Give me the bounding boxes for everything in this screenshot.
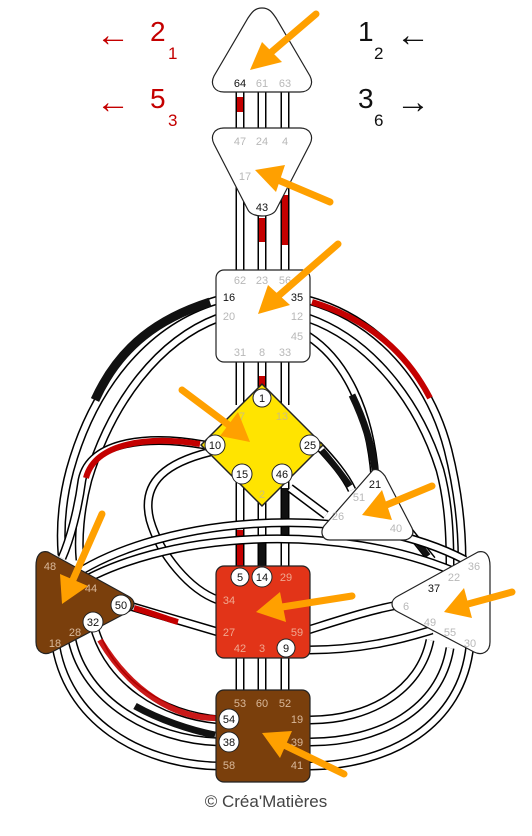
gate-23: 23 bbox=[256, 275, 268, 287]
root-center bbox=[215, 689, 311, 783]
gate-35: 35 bbox=[291, 292, 303, 304]
gate-41: 41 bbox=[291, 760, 303, 772]
gate-25: 25 bbox=[304, 440, 316, 452]
gate-34: 34 bbox=[223, 595, 235, 607]
gate-30: 30 bbox=[464, 638, 476, 650]
gate-49: 49 bbox=[424, 617, 436, 629]
design-bottom-variable: ← 5 3 bbox=[96, 83, 177, 130]
gate-33: 33 bbox=[279, 347, 291, 359]
gate-27: 27 bbox=[223, 627, 235, 639]
gate-63: 63 bbox=[279, 78, 291, 90]
personality-top-number: 1 bbox=[358, 16, 374, 47]
arrow-sacral-center-icon bbox=[256, 592, 356, 622]
gate-14: 14 bbox=[256, 572, 268, 584]
gate-50: 50 bbox=[115, 600, 127, 612]
design-top-variable: ← 2 1 bbox=[96, 16, 177, 63]
gate-17: 17 bbox=[239, 171, 251, 183]
gate-19: 19 bbox=[291, 714, 303, 726]
gate-52: 52 bbox=[279, 698, 291, 710]
gate-13: 13 bbox=[276, 411, 288, 423]
channels bbox=[50, 92, 475, 771]
gate-24: 24 bbox=[256, 136, 268, 148]
gate-22: 22 bbox=[448, 572, 460, 584]
gate-16: 16 bbox=[223, 292, 235, 304]
gate-9: 9 bbox=[283, 643, 289, 655]
gate-4: 4 bbox=[282, 136, 288, 148]
gate-21: 21 bbox=[369, 479, 381, 491]
gate-6: 6 bbox=[403, 601, 409, 613]
heart-center bbox=[321, 468, 414, 541]
gate-28: 28 bbox=[69, 627, 81, 639]
gate-18: 18 bbox=[49, 638, 61, 650]
arrow-right-icon: → bbox=[396, 83, 430, 121]
gate-36: 36 bbox=[468, 561, 480, 573]
arrow-left-icon: ← bbox=[96, 83, 130, 121]
arrow-head-center-icon bbox=[250, 10, 320, 70]
gate-53: 53 bbox=[234, 698, 246, 710]
personality-bottom-number: 3 bbox=[358, 83, 374, 114]
gate-38: 38 bbox=[223, 737, 235, 749]
gate-7: 7 bbox=[239, 411, 245, 423]
gate-1: 1 bbox=[259, 393, 265, 405]
design-top-number: 2 bbox=[150, 16, 166, 47]
gate-45: 45 bbox=[291, 331, 303, 343]
gate-32: 32 bbox=[87, 617, 99, 629]
arrow-g-center-icon bbox=[178, 386, 250, 442]
gate-20: 20 bbox=[223, 311, 235, 323]
gate-12: 12 bbox=[291, 311, 303, 323]
gate-labels: 64 61 63 47 24 4 17 43 62 23 56 16 35 20… bbox=[44, 78, 480, 772]
arrow-left-icon: ← bbox=[396, 16, 430, 54]
g-center bbox=[200, 383, 324, 507]
design-bottom-sub: 3 bbox=[168, 111, 178, 130]
gate-37: 37 bbox=[428, 583, 440, 595]
arrow-heart-center-icon bbox=[362, 482, 436, 520]
gate-59: 59 bbox=[291, 627, 303, 639]
arrow-throat-center-icon bbox=[258, 240, 342, 314]
personality-bottom-sub: 6 bbox=[374, 111, 384, 130]
arrow-root-center-icon bbox=[262, 731, 348, 778]
personality-top-sub: 2 bbox=[374, 44, 384, 63]
gate-8: 8 bbox=[259, 347, 265, 359]
gate-26: 26 bbox=[332, 511, 344, 523]
gate-10: 10 bbox=[209, 440, 221, 452]
design-top-sub: 1 bbox=[168, 44, 178, 63]
arrow-left-icon: ← bbox=[96, 16, 130, 54]
gate-43: 43 bbox=[256, 202, 268, 214]
arrow-spleen-center-icon bbox=[60, 510, 106, 604]
gate-61: 61 bbox=[256, 78, 268, 90]
gate-60: 60 bbox=[256, 698, 268, 710]
gate-55: 55 bbox=[444, 627, 456, 639]
gate-62: 62 bbox=[234, 275, 246, 287]
arrow-ajna-center-icon bbox=[255, 165, 334, 206]
gate-64: 64 bbox=[234, 78, 246, 90]
copyright-credit: © Créa'Matières bbox=[204, 792, 328, 811]
gate-40: 40 bbox=[390, 523, 402, 535]
gate-48: 48 bbox=[44, 561, 56, 573]
gate-31: 31 bbox=[234, 347, 246, 359]
gate-2: 2 bbox=[259, 489, 265, 501]
orange-arrows bbox=[60, 10, 516, 778]
gate-58: 58 bbox=[223, 760, 235, 772]
gate-44: 44 bbox=[85, 583, 97, 595]
gate-15: 15 bbox=[236, 469, 248, 481]
gate-51: 51 bbox=[353, 492, 365, 504]
arrow-solar-center-icon bbox=[444, 588, 516, 618]
gate-29: 29 bbox=[280, 572, 292, 584]
gate-54: 54 bbox=[223, 714, 235, 726]
gate-circles bbox=[82, 388, 321, 753]
solar-plexus-center bbox=[391, 551, 491, 655]
gate-5: 5 bbox=[237, 572, 243, 584]
gate-42: 42 bbox=[234, 643, 246, 655]
gate-47: 47 bbox=[234, 136, 246, 148]
gate-3: 3 bbox=[259, 643, 265, 655]
design-bottom-number: 5 bbox=[150, 83, 166, 114]
gate-46: 46 bbox=[276, 469, 288, 481]
